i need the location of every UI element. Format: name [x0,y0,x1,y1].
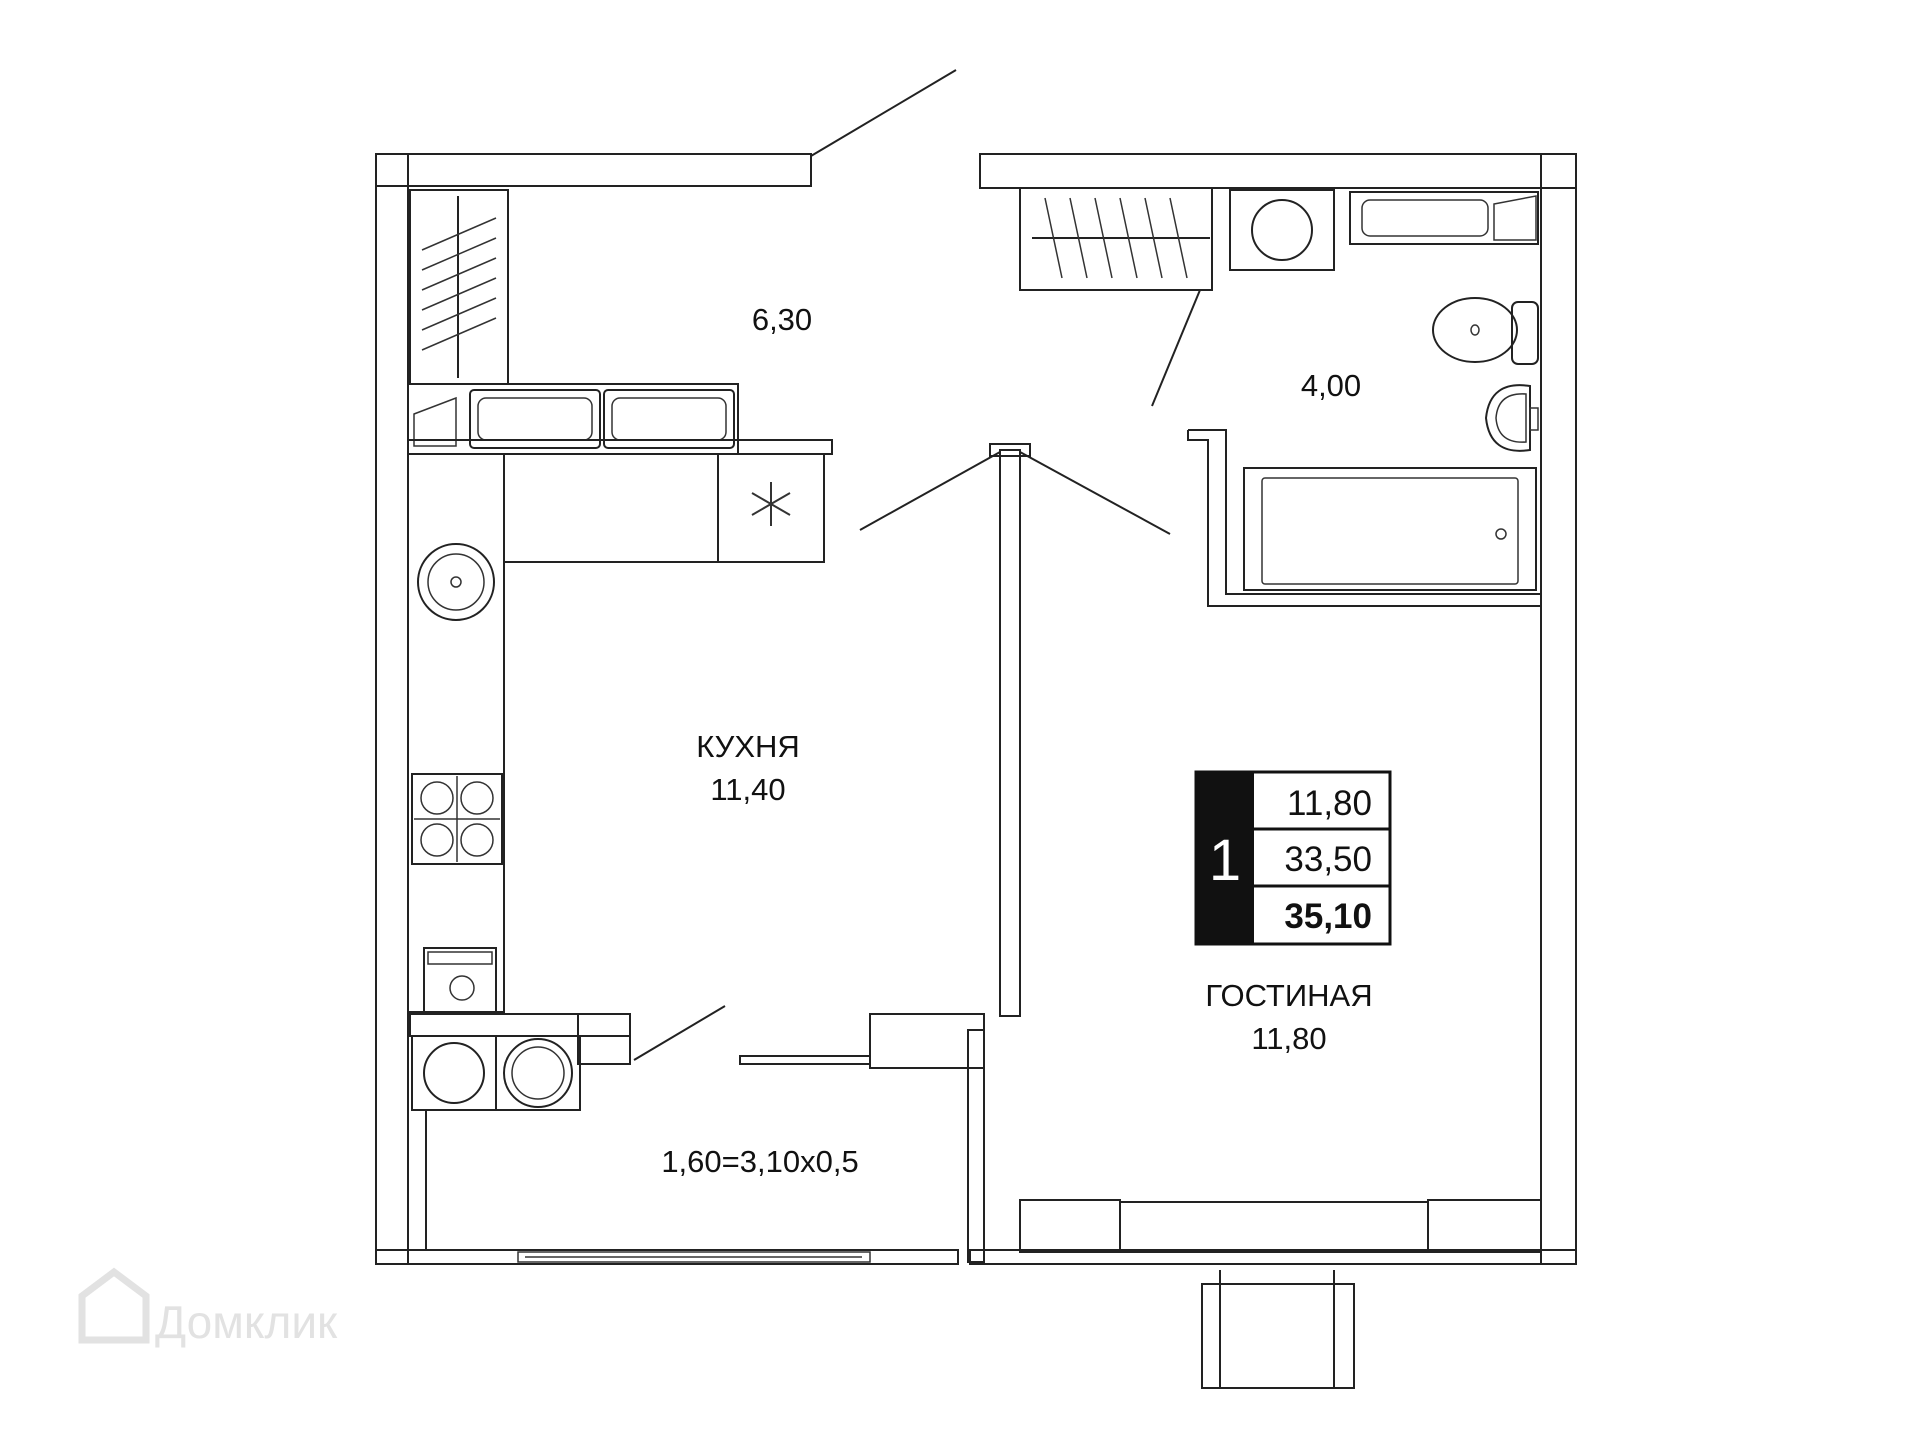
bathroom-area: 4,00 [1301,368,1361,403]
watermark-text: Домклик [155,1296,338,1348]
washing-machine [1229,189,1335,271]
kitchen-area: 11,40 [710,772,785,807]
house-icon [78,1267,150,1344]
rooms-count: 1 [1209,828,1241,893]
snowflake-icon [751,482,791,526]
living-area-value: 11,80 [1287,784,1372,823]
living-area: 11,80 [1251,1021,1326,1056]
stove [411,773,503,865]
toilet [1432,297,1539,365]
fridge [717,453,825,563]
bathtub [1243,467,1537,591]
balcony-area: 1,60=3,10х0,5 [661,1144,858,1179]
oven [423,947,497,1015]
total-with-balcony-value: 35,10 [1284,897,1372,936]
watermark: Домклик [78,1267,338,1348]
interior-partitions [407,187,1542,1389]
washbasin [1484,384,1539,452]
living-name: ГОСТИНАЯ [1205,978,1372,1013]
entrance-door [810,69,957,157]
hall-area: 6,30 [752,302,812,337]
area-summary-badge: 1 11,80 33,50 35,10 [1194,770,1392,946]
exterior-walls [375,153,1577,1265]
total-area-value: 33,50 [1284,840,1372,879]
kitchen-name: КУХНЯ [696,729,800,764]
sink [417,543,495,621]
